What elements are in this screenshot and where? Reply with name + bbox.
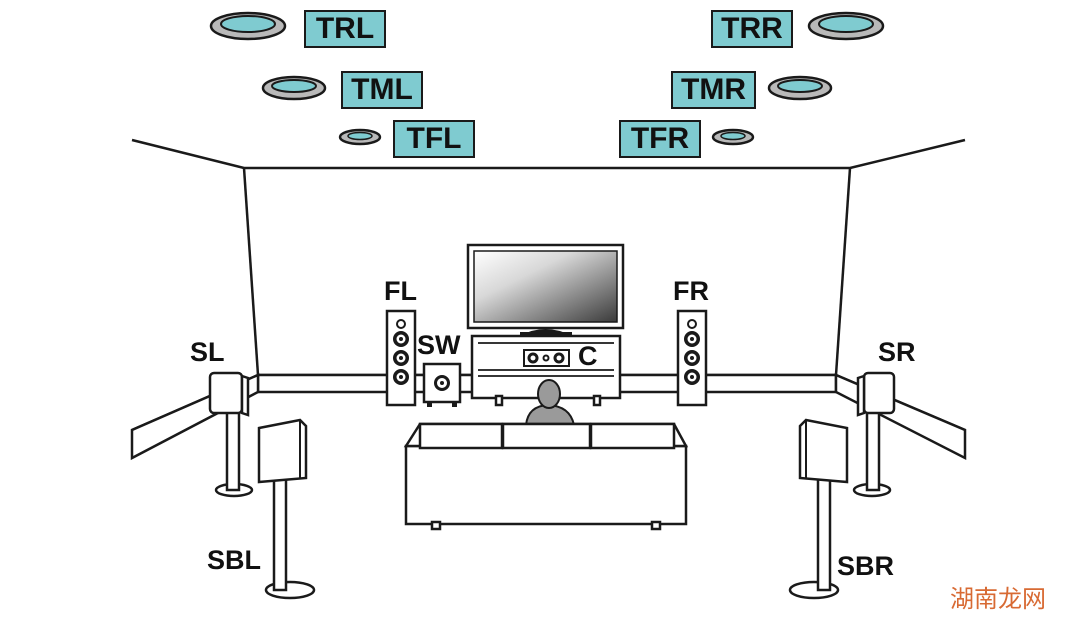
label-fr: FR bbox=[673, 276, 709, 306]
label-sw: SW bbox=[417, 330, 461, 360]
listener bbox=[524, 379, 576, 426]
label-tfl: TFL bbox=[393, 120, 475, 158]
label-sl: SL bbox=[190, 337, 225, 367]
surround-left-speaker bbox=[208, 371, 254, 498]
label-tml: TML bbox=[341, 71, 423, 109]
front-right-speaker bbox=[676, 309, 708, 407]
ceiling-speaker-tmr bbox=[767, 75, 833, 101]
watermark: 湖南龙网 bbox=[950, 585, 1046, 613]
subwoofer bbox=[422, 362, 462, 407]
label-sr: SR bbox=[878, 337, 916, 367]
label-sbr: SBR bbox=[837, 551, 895, 581]
ceiling-speaker-trr bbox=[807, 11, 885, 41]
ceiling-speaker-trl bbox=[209, 11, 287, 41]
surround-right-speaker bbox=[852, 371, 896, 498]
surround-back-right-speaker bbox=[788, 418, 849, 600]
label-tmr: TMR bbox=[671, 71, 756, 109]
surround-back-left-speaker bbox=[257, 418, 316, 600]
front-left-speaker bbox=[385, 309, 417, 407]
ceiling-speaker-tfl bbox=[338, 128, 382, 146]
label-fl: FL bbox=[384, 276, 417, 306]
label-tfr: TFR bbox=[619, 120, 701, 158]
label-sbl: SBL bbox=[207, 545, 261, 575]
label-trl: TRL bbox=[304, 10, 386, 48]
ceiling-speaker-tml bbox=[261, 75, 327, 101]
label-c: C bbox=[578, 341, 598, 371]
sofa bbox=[403, 422, 689, 531]
tv bbox=[466, 243, 625, 338]
center-speaker bbox=[523, 349, 570, 367]
ceiling-speaker-tfr bbox=[711, 128, 755, 146]
label-trr: TRR bbox=[711, 10, 793, 48]
